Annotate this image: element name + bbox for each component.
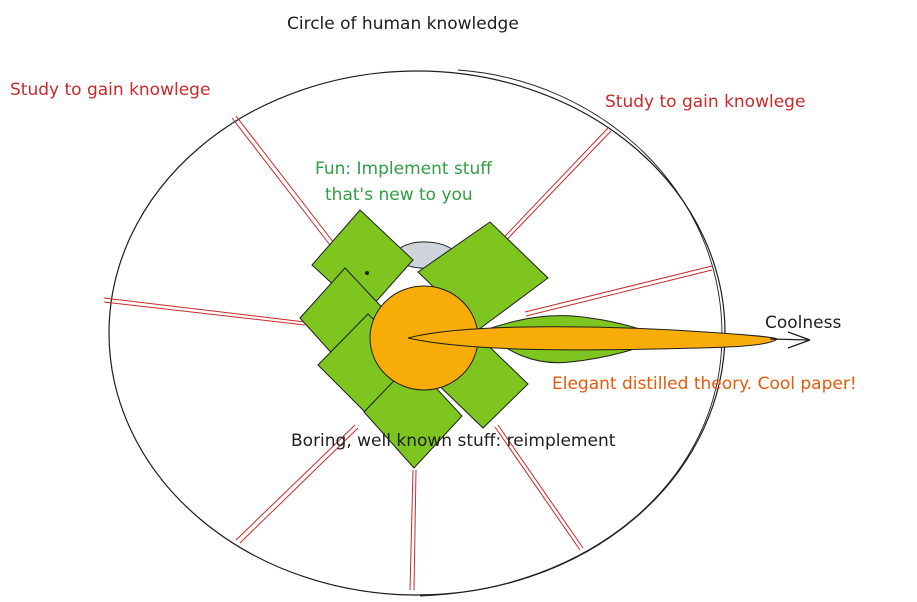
elegant-label: Elegant distilled theory. Cool paper! xyxy=(552,374,857,394)
study-label-right: Study to gain knowlege xyxy=(605,92,805,112)
fun-label-line2: that's new to you xyxy=(325,185,473,205)
diagram-title: Circle of human knowledge xyxy=(287,14,519,34)
fun-label-line1: Fun: Implement stuff xyxy=(315,159,493,179)
study-label-left: Study to gain knowlege xyxy=(10,80,210,100)
coolness-arrow xyxy=(769,331,811,349)
boring-label: Boring, well known stuff: reimplement xyxy=(291,431,616,451)
coolness-label: Coolness xyxy=(765,313,841,333)
dot-marker xyxy=(365,271,369,275)
study-spokes xyxy=(103,115,713,591)
